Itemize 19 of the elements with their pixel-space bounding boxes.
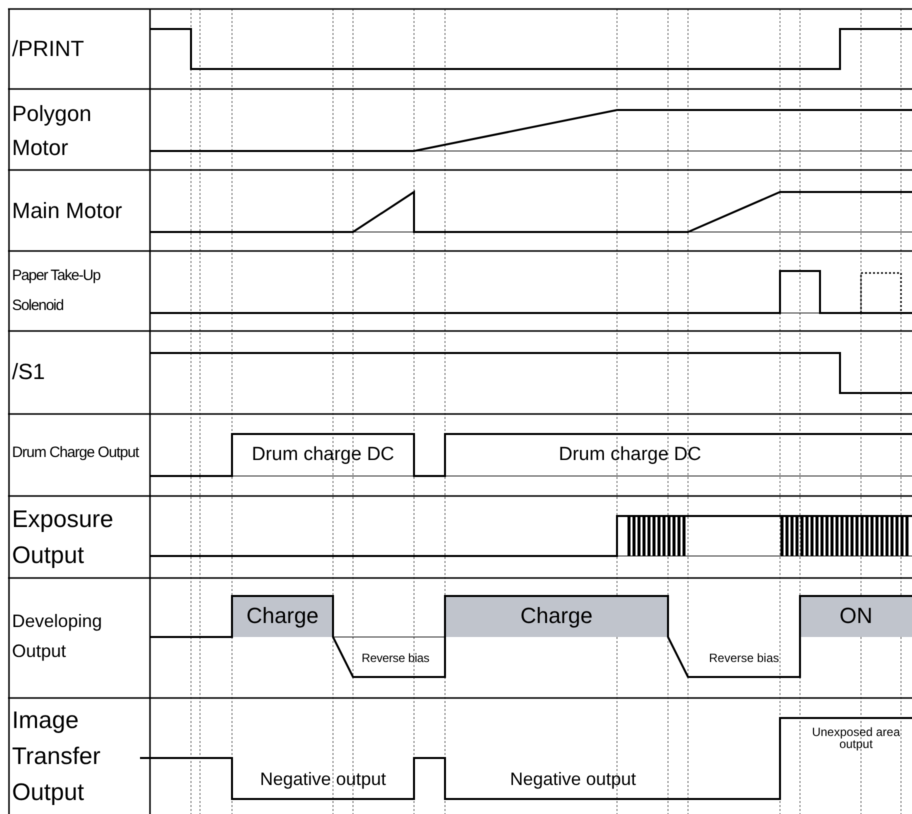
signal-name: Image Transfer Output xyxy=(12,706,102,808)
signal-name: Drum Charge Output xyxy=(12,443,139,463)
level-label: Reverse bias xyxy=(708,651,780,665)
level-label: Unexposed area output xyxy=(810,726,902,750)
level-label: Negative output xyxy=(510,768,636,790)
level-label: Drum charge DC xyxy=(252,444,394,466)
signal-name: Exposure Output xyxy=(12,505,114,571)
level-label: ON xyxy=(840,604,872,628)
signal-name: /S1 xyxy=(12,359,46,385)
level-label: Negative output xyxy=(260,768,386,790)
signal-name: Developing Output xyxy=(12,610,104,663)
signal-name: Paper Take-Up Solenoid xyxy=(12,266,102,316)
level-label: Reverse bias xyxy=(362,651,430,665)
level-label: Drum charge DC xyxy=(558,444,702,466)
signal-name: Polygon Motor xyxy=(12,100,93,162)
level-label: Charge xyxy=(520,604,593,628)
signal-name: Main Motor xyxy=(12,197,122,225)
level-label: Charge xyxy=(246,604,319,628)
signal-name: /PRINT xyxy=(12,36,84,62)
